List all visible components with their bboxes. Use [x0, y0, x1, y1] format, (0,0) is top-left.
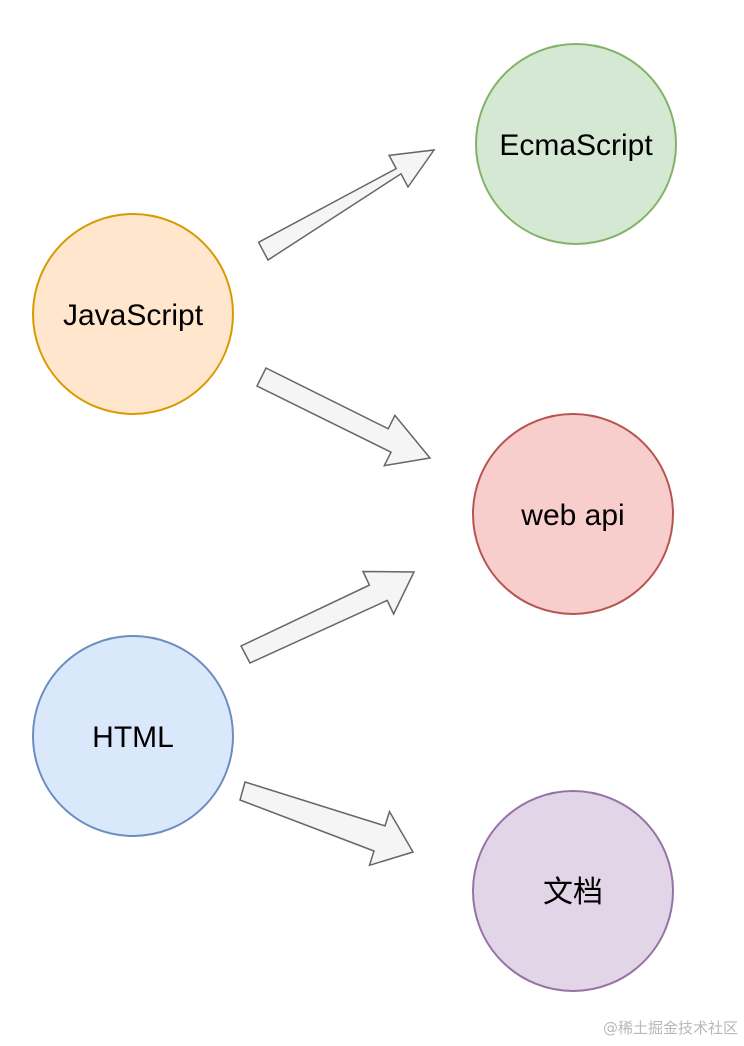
- node-document: 文档: [472, 790, 674, 992]
- node-web-api: web api: [472, 413, 674, 615]
- node-javascript: JavaScript: [32, 213, 234, 415]
- node-ecmascript-label: EcmaScript: [499, 129, 653, 162]
- node-javascript-label: JavaScript: [63, 299, 204, 332]
- arrow-javascript-to-ecmascript: [257, 149, 436, 262]
- node-document-label: 文档: [543, 876, 603, 909]
- node-ecmascript: EcmaScript: [475, 43, 677, 245]
- node-html: HTML: [32, 635, 234, 837]
- watermark: @稀土掘金技术社区: [602, 1019, 738, 1037]
- node-web-api-label: web api: [520, 499, 624, 532]
- node-html-label: HTML: [92, 721, 174, 754]
- arrow-html-to-web-api: [239, 570, 416, 664]
- arrow-javascript-to-web-api: [255, 366, 432, 467]
- arrow-html-to-document: [239, 781, 415, 867]
